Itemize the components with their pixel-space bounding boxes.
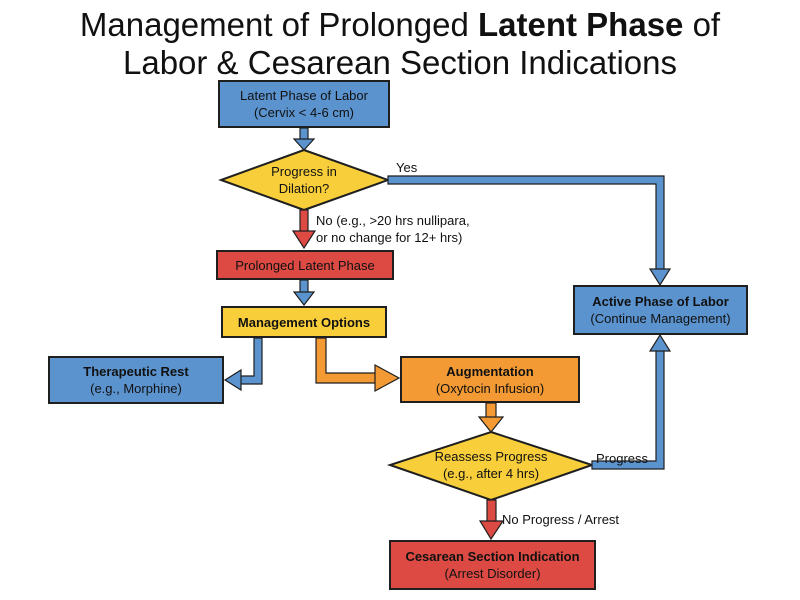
progress-dilation-line2: Dilation?: [278, 181, 330, 196]
augmentation-line2: (Oxytocin Infusion): [435, 380, 545, 396]
management-options-label: Management Options: [237, 314, 371, 330]
arrow-to-therapeutic-rest: [223, 337, 263, 392]
cesarean-box: Cesarean Section Indication (Arrest Diso…: [389, 540, 596, 590]
management-options-box: Management Options: [221, 306, 387, 338]
cesarean-line2: (Arrest Disorder): [444, 566, 541, 581]
edge-label-progress: Progress: [596, 451, 649, 466]
progress-dilation-line1: Progress in: [271, 164, 337, 179]
arrow-prolonged-to-management: [292, 279, 316, 306]
edge-label-no-line2: or no change for 12+ hrs): [316, 230, 463, 245]
diagram-title: Management of Prolonged Latent Phase of …: [0, 6, 800, 82]
arrow-no-to-prolonged: [291, 209, 317, 250]
latent-phase-line2: (Cervix < 4-6 cm): [253, 105, 355, 120]
arrow-augmentation-to-reassess: [477, 402, 505, 433]
therapeutic-rest-line2: (e.g., Morphine): [90, 381, 182, 396]
edge-label-no-progress: No Progress / Arrest: [502, 512, 620, 527]
edge-label-no: No (e.g., >20 hrs nullipara, or no chang…: [316, 212, 470, 246]
reassess-progress-label: Reassess Progress (e.g., after 4 hrs): [421, 448, 561, 482]
arrow-progress-to-active: [591, 333, 672, 470]
edge-label-yes: Yes: [396, 160, 418, 175]
arrow-yes-to-active: [387, 175, 672, 287]
progress-dilation-label: Progress in Dilation?: [254, 163, 354, 197]
augmentation-box: Augmentation (Oxytocin Infusion): [400, 356, 580, 403]
title-bold: Latent Phase: [478, 6, 684, 43]
active-phase-box: Active Phase of Labor (Continue Manageme…: [573, 285, 748, 335]
augmentation-line1: Augmentation: [446, 363, 534, 379]
arrow-to-augmentation: [315, 337, 401, 393]
title-line-2: Labor & Cesarean Section Indications: [122, 44, 677, 81]
reassess-progress-line1: Reassess Progress: [434, 449, 548, 464]
title-suffix: of: [683, 6, 721, 43]
active-phase-line2: (Continue Management): [590, 311, 731, 326]
prolonged-latent-box: Prolonged Latent Phase: [216, 250, 394, 280]
therapeutic-rest-box: Therapeutic Rest (e.g., Morphine): [48, 356, 224, 404]
cesarean-line1: Cesarean Section Indication: [405, 549, 580, 564]
active-phase-line1: Active Phase of Labor: [592, 294, 729, 309]
prolonged-latent-label: Prolonged Latent Phase: [235, 257, 375, 273]
therapeutic-rest-line1: Therapeutic Rest: [83, 364, 189, 379]
latent-phase-box: Latent Phase of Labor (Cervix < 4-6 cm): [218, 80, 390, 128]
edge-label-no-line1: No (e.g., >20 hrs nullipara,: [316, 213, 470, 228]
latent-phase-line1: Latent Phase of Labor: [240, 88, 368, 103]
arrow-latent-to-diamond: [292, 127, 316, 151]
arrow-arrest-to-cesarean: [478, 499, 505, 541]
title-line-1: Management of Prolonged Latent Phase of: [0, 6, 800, 44]
title-prefix: Management of Prolonged: [79, 6, 478, 43]
reassess-progress-line2: (e.g., after 4 hrs): [442, 466, 540, 481]
